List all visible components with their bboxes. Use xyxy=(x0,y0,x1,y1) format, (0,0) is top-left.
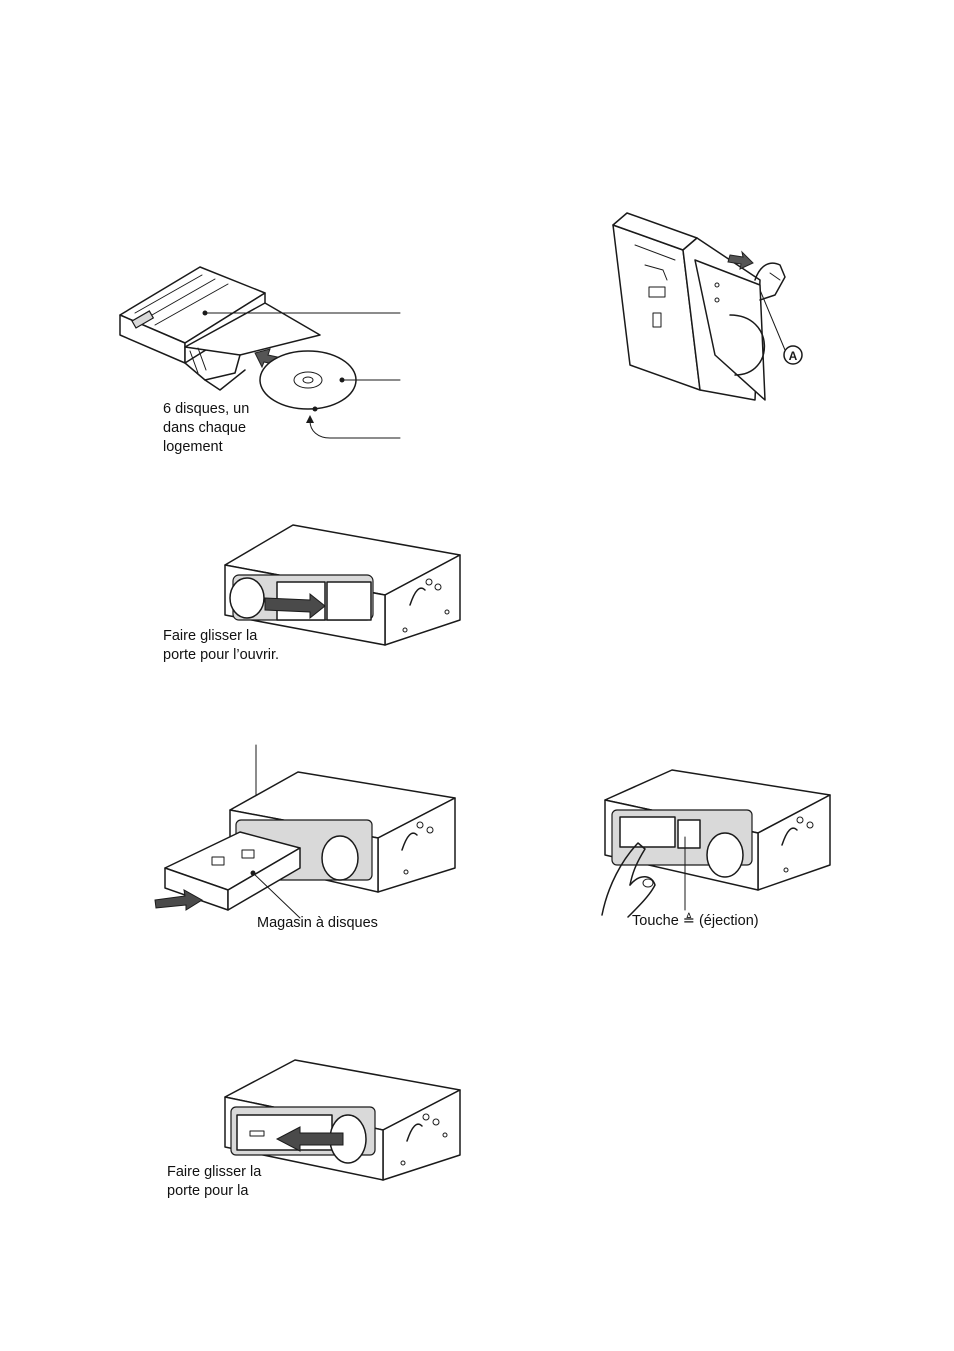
figure-remove-disc: A xyxy=(605,205,825,410)
figure-insert-magazine xyxy=(150,740,460,920)
magazine-label: Magasin à disques xyxy=(257,914,378,933)
marker-a-text: A xyxy=(789,349,798,363)
eject-button-label: Touche ≜ (éjection) xyxy=(632,912,759,931)
slide-close-label: Faire glisser la porte pour la xyxy=(167,1163,261,1201)
slide-open-label: Faire glisser la porte pour l’ouvrir. xyxy=(163,627,279,665)
six-discs-label: 6 disques, un dans chaque logement xyxy=(163,400,249,457)
figure-eject-button xyxy=(600,765,835,920)
door-window-left xyxy=(230,578,264,618)
figure-magazine-disc-insert xyxy=(110,255,410,470)
